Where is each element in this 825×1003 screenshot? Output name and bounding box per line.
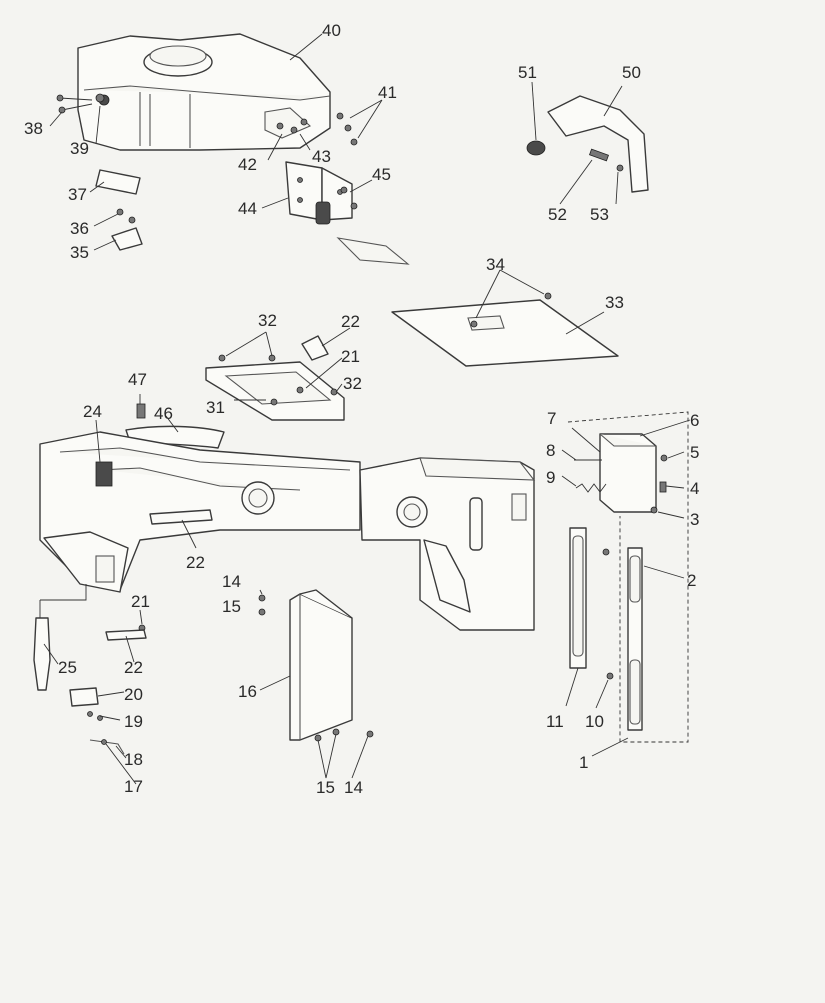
- callout-32b: 32: [343, 374, 362, 393]
- part-25-light: [33, 617, 51, 691]
- part-44-hinge-plate: [285, 161, 353, 225]
- callout-24: 24: [83, 402, 102, 421]
- callout-43: 43: [312, 147, 331, 166]
- part-37-bracket: [95, 169, 141, 195]
- callout-15b: 15: [316, 778, 335, 797]
- part-16-side-cover: [289, 589, 353, 741]
- part-9-spring: [575, 483, 607, 493]
- part-5-4-3-screws: [650, 454, 668, 514]
- callout-53: 53: [590, 205, 609, 224]
- callout-14a: 14: [222, 572, 241, 591]
- callout-21a: 21: [341, 347, 360, 366]
- callout-22b: 22: [186, 553, 205, 572]
- callout-47: 47: [128, 370, 147, 389]
- right-assembly-frame: [567, 411, 689, 743]
- part-10-screws: [602, 548, 614, 680]
- callout-19: 19: [124, 712, 143, 731]
- part-20-block: [69, 687, 99, 707]
- part-31-bracket: [205, 361, 345, 421]
- callout-22c: 22: [124, 658, 143, 677]
- callout-10: 10: [585, 712, 604, 731]
- part-45-screws: [340, 186, 358, 210]
- part-36-screws: [116, 208, 136, 224]
- callout-labels: 1 2 3 4 5 6 7 8 9 10 11 14 14 15 15 16 1…: [24, 21, 699, 797]
- part-32-screws: [218, 354, 338, 406]
- part-38-screws: [56, 94, 93, 114]
- callout-11: 11: [546, 712, 564, 731]
- callout-42: 42: [238, 155, 257, 174]
- callout-20: 20: [124, 685, 143, 704]
- callout-52: 52: [548, 205, 567, 224]
- callout-15a: 15: [222, 597, 241, 616]
- callout-32a: 32: [258, 311, 277, 330]
- callout-36: 36: [70, 219, 89, 238]
- part-40-top-cover: [77, 33, 331, 151]
- callout-39: 39: [70, 139, 89, 158]
- part-34-screws: [470, 292, 552, 328]
- callout-41: 41: [378, 83, 397, 102]
- callout-31: 31: [206, 398, 225, 417]
- callout-1: 1: [579, 753, 588, 772]
- part-52-53-screws: [589, 148, 624, 172]
- callout-40: 40: [322, 21, 341, 40]
- callout-21b: 21: [131, 592, 150, 611]
- callout-6: 6: [690, 411, 699, 430]
- callout-16: 16: [238, 682, 257, 701]
- callout-46: 46: [154, 404, 173, 423]
- callout-34: 34: [486, 255, 505, 274]
- part-17-18-lever: [89, 739, 125, 755]
- part-19-screws: [87, 711, 103, 721]
- part-2-long-rail: [627, 547, 643, 731]
- part-22-pin-upper: [301, 335, 329, 361]
- callout-14b: 14: [344, 778, 363, 797]
- callout-35: 35: [70, 243, 89, 262]
- callout-33: 33: [605, 293, 624, 312]
- callout-38: 38: [24, 119, 43, 138]
- part-6-block: [599, 433, 657, 513]
- callout-8: 8: [546, 441, 555, 460]
- part-33-plate: [391, 299, 619, 367]
- part-51-roller: [526, 140, 546, 156]
- part-35-bracket: [111, 227, 143, 251]
- callout-22a: 22: [341, 312, 360, 331]
- callout-51: 51: [518, 63, 537, 82]
- callout-44: 44: [238, 199, 257, 218]
- callout-7: 7: [547, 409, 556, 428]
- callout-4: 4: [690, 479, 699, 498]
- part-42-43-washers: [276, 118, 308, 134]
- callout-25: 25: [58, 658, 77, 677]
- callout-37: 37: [68, 185, 87, 204]
- callout-45: 45: [372, 165, 391, 184]
- part-47-screw: [136, 403, 146, 419]
- machine-head-body: [359, 457, 536, 631]
- callout-5: 5: [690, 443, 699, 462]
- part-21-washer-upper: [296, 386, 304, 394]
- callout-18: 18: [124, 750, 143, 769]
- part-22-lower-pin: [105, 629, 147, 641]
- part-22-lower-bar: [149, 509, 213, 525]
- part-50-bracket: [547, 95, 649, 193]
- part-39-knob: [95, 93, 105, 103]
- hinge-gasket: [336, 237, 410, 265]
- callout-50: 50: [622, 63, 641, 82]
- callout-3: 3: [690, 510, 699, 529]
- callout-9: 9: [546, 468, 555, 487]
- part-41-screws: [336, 112, 358, 146]
- callout-17: 17: [124, 777, 143, 796]
- part-14-15-screws: [258, 594, 374, 742]
- callout-2: 2: [687, 571, 696, 590]
- part-11-rail: [569, 527, 587, 669]
- leader-lines: [39, 33, 691, 785]
